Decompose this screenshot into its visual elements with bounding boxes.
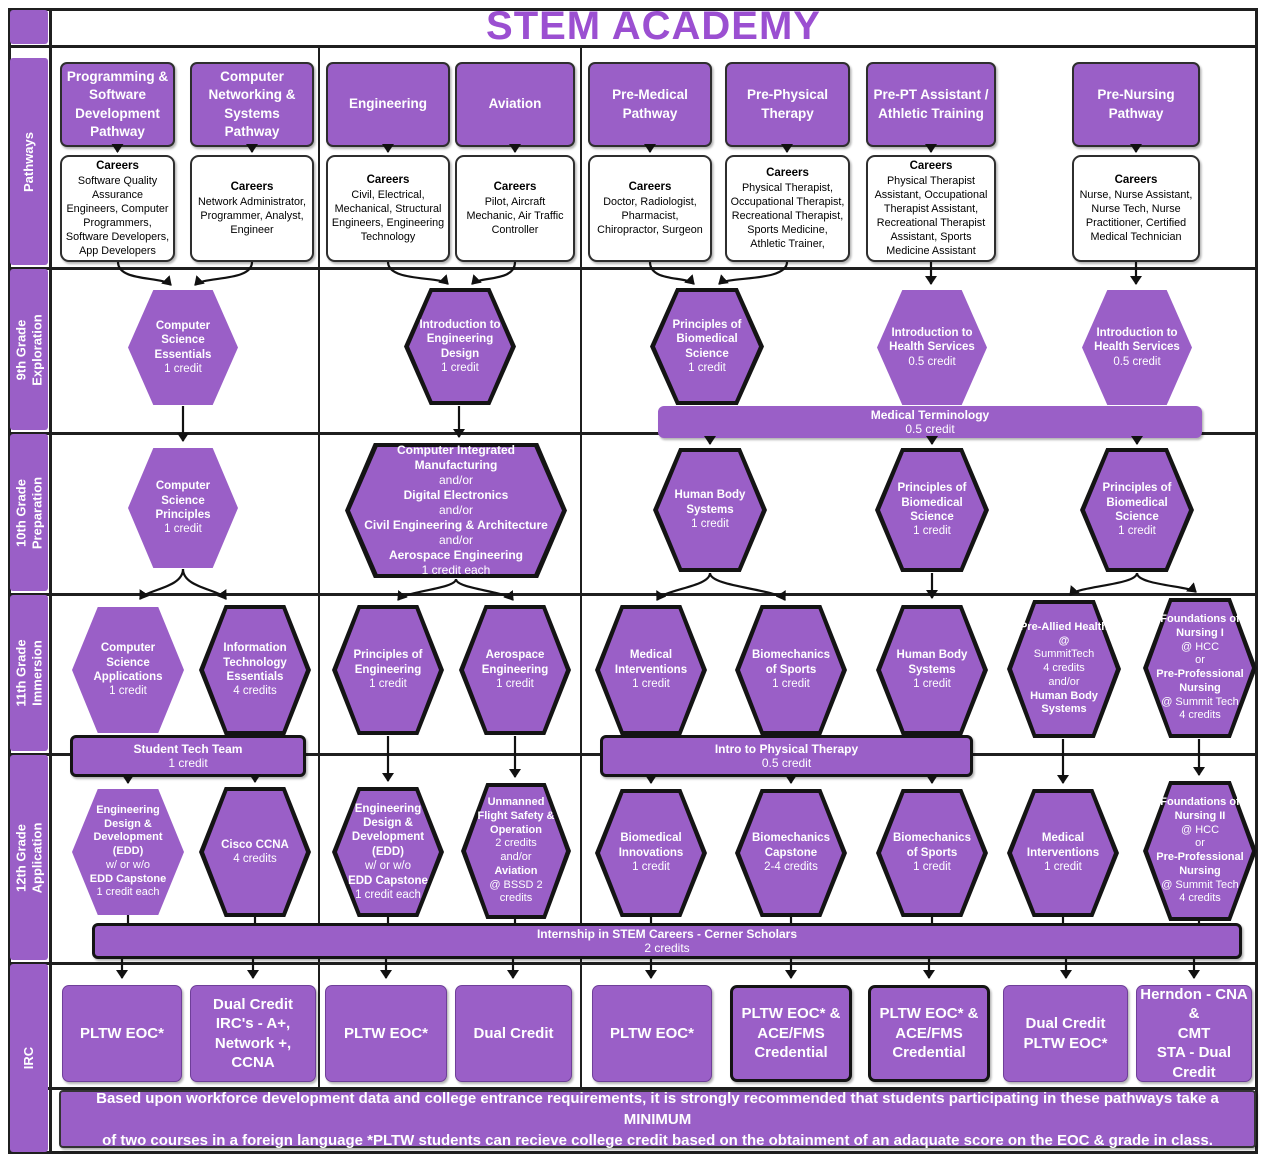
- bar-internship: Internship in STEM Careers - Cerner Scho…: [92, 923, 1242, 959]
- pathway-pre-medical-pathway: Pre-Medical Pathway: [588, 62, 712, 147]
- irc-dual-credit-1: Dual Credit IRC's - A+, Network +, CCNA: [190, 985, 316, 1082]
- g12-course-engineering-design-development-edd: Engineering Design & Development (EDD)w/…: [332, 787, 444, 917]
- sidebar-label-11th-grade-immersion: 11th Grade Immersion: [10, 595, 48, 751]
- irc-dual-credit-7: Dual Credit PLTW EOC*: [1003, 985, 1128, 1082]
- sidebar-cell-corner: [10, 10, 48, 44]
- irc-pltw-eoc-0: PLTW EOC*: [62, 985, 182, 1082]
- chart-title: STEM ACADEMY: [486, 3, 821, 48]
- irc-pltw-eoc-5: PLTW EOC* & ACE/FMS Credential: [730, 985, 852, 1082]
- irc-herndon-cna-8: Herndon - CNA & CMT STA - Dual Credit: [1136, 985, 1252, 1082]
- irc-pltw-eoc-2: PLTW EOC*: [325, 985, 447, 1082]
- pathway-engineering: Engineering: [326, 62, 450, 147]
- sidebar-label-irc: IRC: [10, 964, 48, 1152]
- pathway-computer-networking-systems-pathway: Computer Networking & Systems Pathway: [190, 62, 314, 147]
- sidebar-label-pathways: Pathways: [10, 58, 48, 265]
- irc-pltw-eoc-4: PLTW EOC*: [592, 985, 712, 1082]
- sidebar-label-10th-grade-preparation: 10th Grade Preparation: [10, 434, 48, 591]
- irc-pltw-eoc-6: PLTW EOC* & ACE/FMS Credential: [868, 985, 990, 1082]
- irc-dual-credit-3: Dual Credit: [455, 985, 572, 1082]
- sidebar-label-12th-grade-application: 12th Grade Application: [10, 755, 48, 960]
- pathway-pre-physical-therapy: Pre-Physical Therapy: [725, 62, 850, 147]
- g12-course-engineering-design-development-edd: Engineering Design & Development (EDD)w/…: [72, 789, 184, 915]
- pathway-programming-software-development-pathway: Programming & Software Development Pathw…: [60, 62, 175, 147]
- sidebar-label-9th-grade-exploration: 9th Grade Exploration: [10, 269, 48, 430]
- pathway-pre-pt-assistant-athletic-training: Pre-PT Assistant / Athletic Training: [866, 62, 996, 147]
- chart-frame: [8, 8, 1258, 1154]
- pathway-aviation: Aviation: [455, 62, 575, 147]
- footer-note: Based upon workforce development data an…: [59, 1090, 1256, 1149]
- pathway-pre-nursing-pathway: Pre-Nursing Pathway: [1072, 62, 1200, 147]
